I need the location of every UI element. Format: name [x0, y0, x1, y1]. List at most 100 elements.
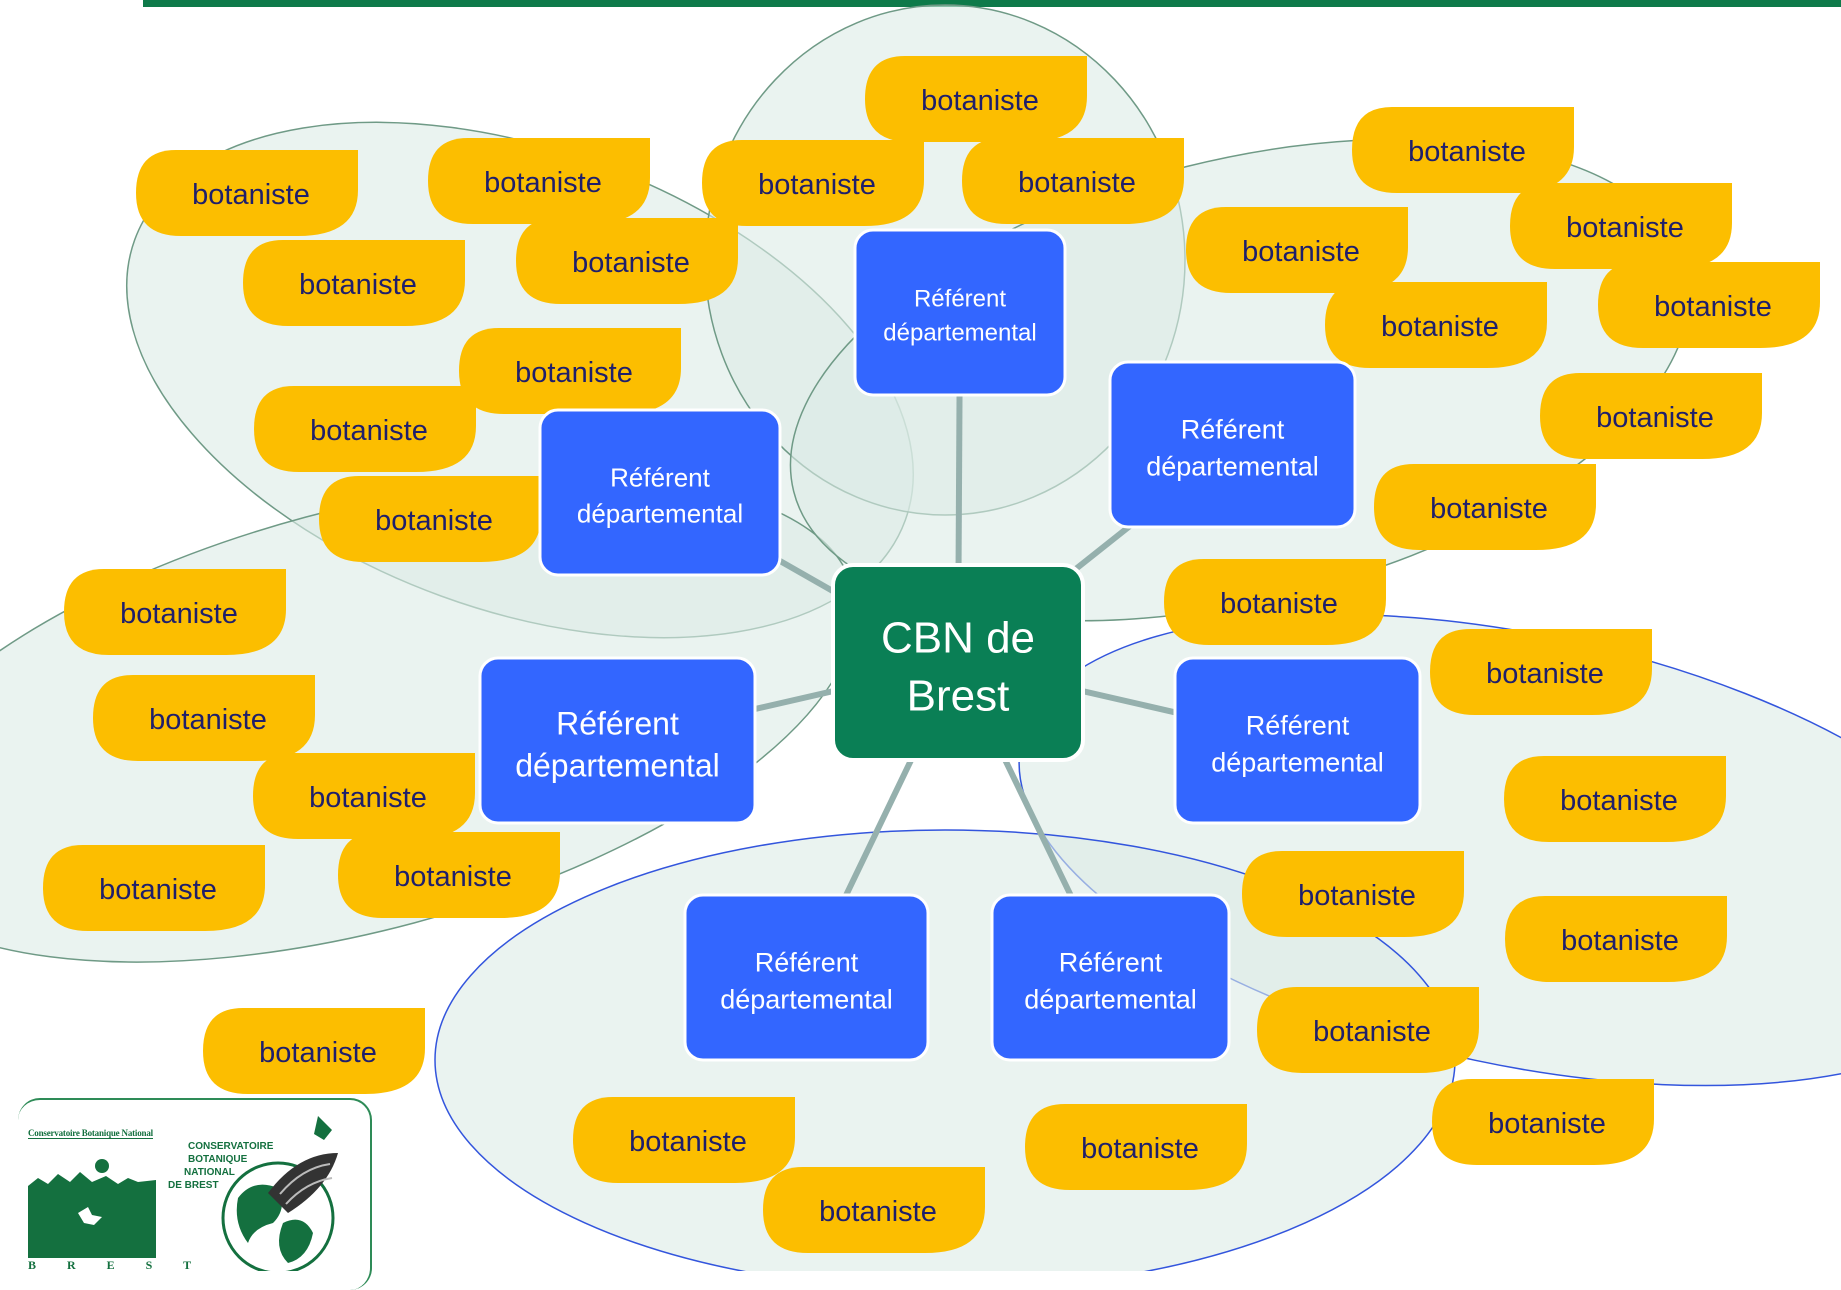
botaniste-shape — [962, 138, 1184, 224]
logo-line1: CONSERVATOIRE — [188, 1141, 274, 1152]
botaniste-label: botaniste — [1486, 658, 1604, 690]
referent-label-line2: départemental — [720, 985, 893, 1015]
botaniste-shape — [1025, 1104, 1247, 1190]
botaniste-label: botaniste — [629, 1126, 747, 1158]
referent-label-line1: Référent — [1059, 948, 1163, 978]
botaniste-shape — [865, 56, 1087, 142]
botaniste-shape — [1505, 896, 1727, 982]
botaniste-shape — [763, 1167, 985, 1253]
referent-label-line1: Référent — [755, 948, 859, 978]
botaniste-shape — [1510, 183, 1732, 269]
referent-label-line1: Référent — [914, 286, 1006, 313]
center-label-line2: Brest — [907, 672, 1010, 721]
botaniste-shape — [428, 138, 650, 224]
referent-box — [683, 893, 930, 1062]
botaniste-node: botaniste — [702, 140, 924, 226]
botaniste-label: botaniste — [149, 704, 267, 736]
referent-label-line2: départemental — [515, 748, 720, 784]
botaniste-label: botaniste — [394, 861, 512, 893]
botaniste-shape — [338, 832, 560, 918]
referent-label-line1: Référent — [610, 463, 710, 493]
botaniste-shape — [64, 569, 286, 655]
botaniste-label: botaniste — [484, 167, 602, 199]
botanistes-layer: botaniste botaniste botaniste botaniste bota… — [43, 56, 1820, 1253]
botaniste-label: botaniste — [515, 357, 633, 389]
referent-label-line2: départemental — [1024, 985, 1197, 1015]
botaniste-node: botaniste — [1505, 896, 1727, 982]
botaniste-node: botaniste — [243, 240, 465, 326]
botaniste-label: botaniste — [310, 415, 428, 447]
botaniste-label: botaniste — [99, 874, 217, 906]
logo-line2: BOTANIQUE — [188, 1154, 248, 1165]
botaniste-label: botaniste — [921, 85, 1039, 117]
logo-line4: DE BREST — [168, 1180, 219, 1191]
botaniste-shape — [1598, 262, 1820, 348]
referent-label-line2: départemental — [1211, 748, 1384, 778]
botaniste-label: botaniste — [299, 269, 417, 301]
botaniste-shape — [1325, 282, 1547, 368]
logo-footer-text: B R E S T — [28, 1258, 206, 1272]
botaniste-shape — [243, 240, 465, 326]
botaniste-label: botaniste — [819, 1196, 937, 1228]
botaniste-label: botaniste — [1408, 136, 1526, 168]
botaniste-shape — [1242, 851, 1464, 937]
botaniste-label: botaniste — [1488, 1108, 1606, 1140]
botaniste-node: botaniste — [516, 218, 738, 304]
botaniste-shape — [702, 140, 924, 226]
botaniste-node: botaniste — [338, 832, 560, 918]
botaniste-label: botaniste — [1560, 785, 1678, 817]
botaniste-shape — [1430, 629, 1652, 715]
botaniste-node: botaniste — [1504, 756, 1726, 842]
botaniste-label: botaniste — [1220, 588, 1338, 620]
botaniste-label: botaniste — [120, 598, 238, 630]
referent-box — [478, 656, 757, 825]
referent-label-line2: départemental — [883, 320, 1036, 347]
botaniste-node: botaniste — [254, 386, 476, 472]
referent-box — [1108, 360, 1357, 529]
botaniste-shape — [1432, 1079, 1654, 1165]
botaniste-node: botaniste — [203, 1008, 425, 1094]
logo-header-text: Conservatoire Botanique National — [28, 1128, 153, 1139]
botaniste-label: botaniste — [1242, 236, 1360, 268]
botaniste-node: botaniste — [1598, 262, 1820, 348]
referent-node: Référent départemental — [990, 893, 1231, 1062]
botaniste-shape — [254, 386, 476, 472]
logo-graphic — [28, 1116, 338, 1271]
botaniste-label: botaniste — [1081, 1133, 1199, 1165]
botaniste-node: botaniste — [64, 569, 286, 655]
botaniste-label: botaniste — [192, 179, 310, 211]
botaniste-node: botaniste — [1025, 1104, 1247, 1190]
botaniste-label: botaniste — [572, 247, 690, 279]
cbn-brest-logo: Conservatoire Botanique National CONSERV… — [18, 1098, 378, 1290]
botaniste-node: botaniste — [1186, 207, 1408, 293]
referent-box — [1173, 656, 1422, 825]
referent-label-line1: Référent — [1181, 415, 1285, 445]
botaniste-shape — [43, 845, 265, 931]
botaniste-shape — [136, 150, 358, 236]
botaniste-label: botaniste — [1561, 925, 1679, 957]
referents-layer: RéférentdépartementalRéférentdépartement… — [478, 228, 1422, 1062]
botaniste-label: botaniste — [1596, 402, 1714, 434]
botaniste-node: botaniste — [1164, 559, 1386, 645]
referent-node: Référent départemental — [683, 893, 930, 1062]
top-accent-bar — [143, 0, 1841, 7]
botaniste-node: botaniste — [136, 150, 358, 236]
botaniste-node: botaniste — [428, 138, 650, 224]
botaniste-shape — [459, 328, 681, 414]
referent-node: Référent départemental — [853, 228, 1067, 397]
botaniste-node: botaniste — [459, 328, 681, 414]
botaniste-node: botaniste — [962, 138, 1184, 224]
botaniste-node: botaniste — [1325, 282, 1547, 368]
botaniste-node: botaniste — [253, 753, 475, 839]
botaniste-node: botaniste — [1242, 851, 1464, 937]
botaniste-shape — [1374, 464, 1596, 550]
botaniste-shape — [93, 675, 315, 761]
botaniste-label: botaniste — [1654, 291, 1772, 323]
botaniste-shape — [1540, 373, 1762, 459]
